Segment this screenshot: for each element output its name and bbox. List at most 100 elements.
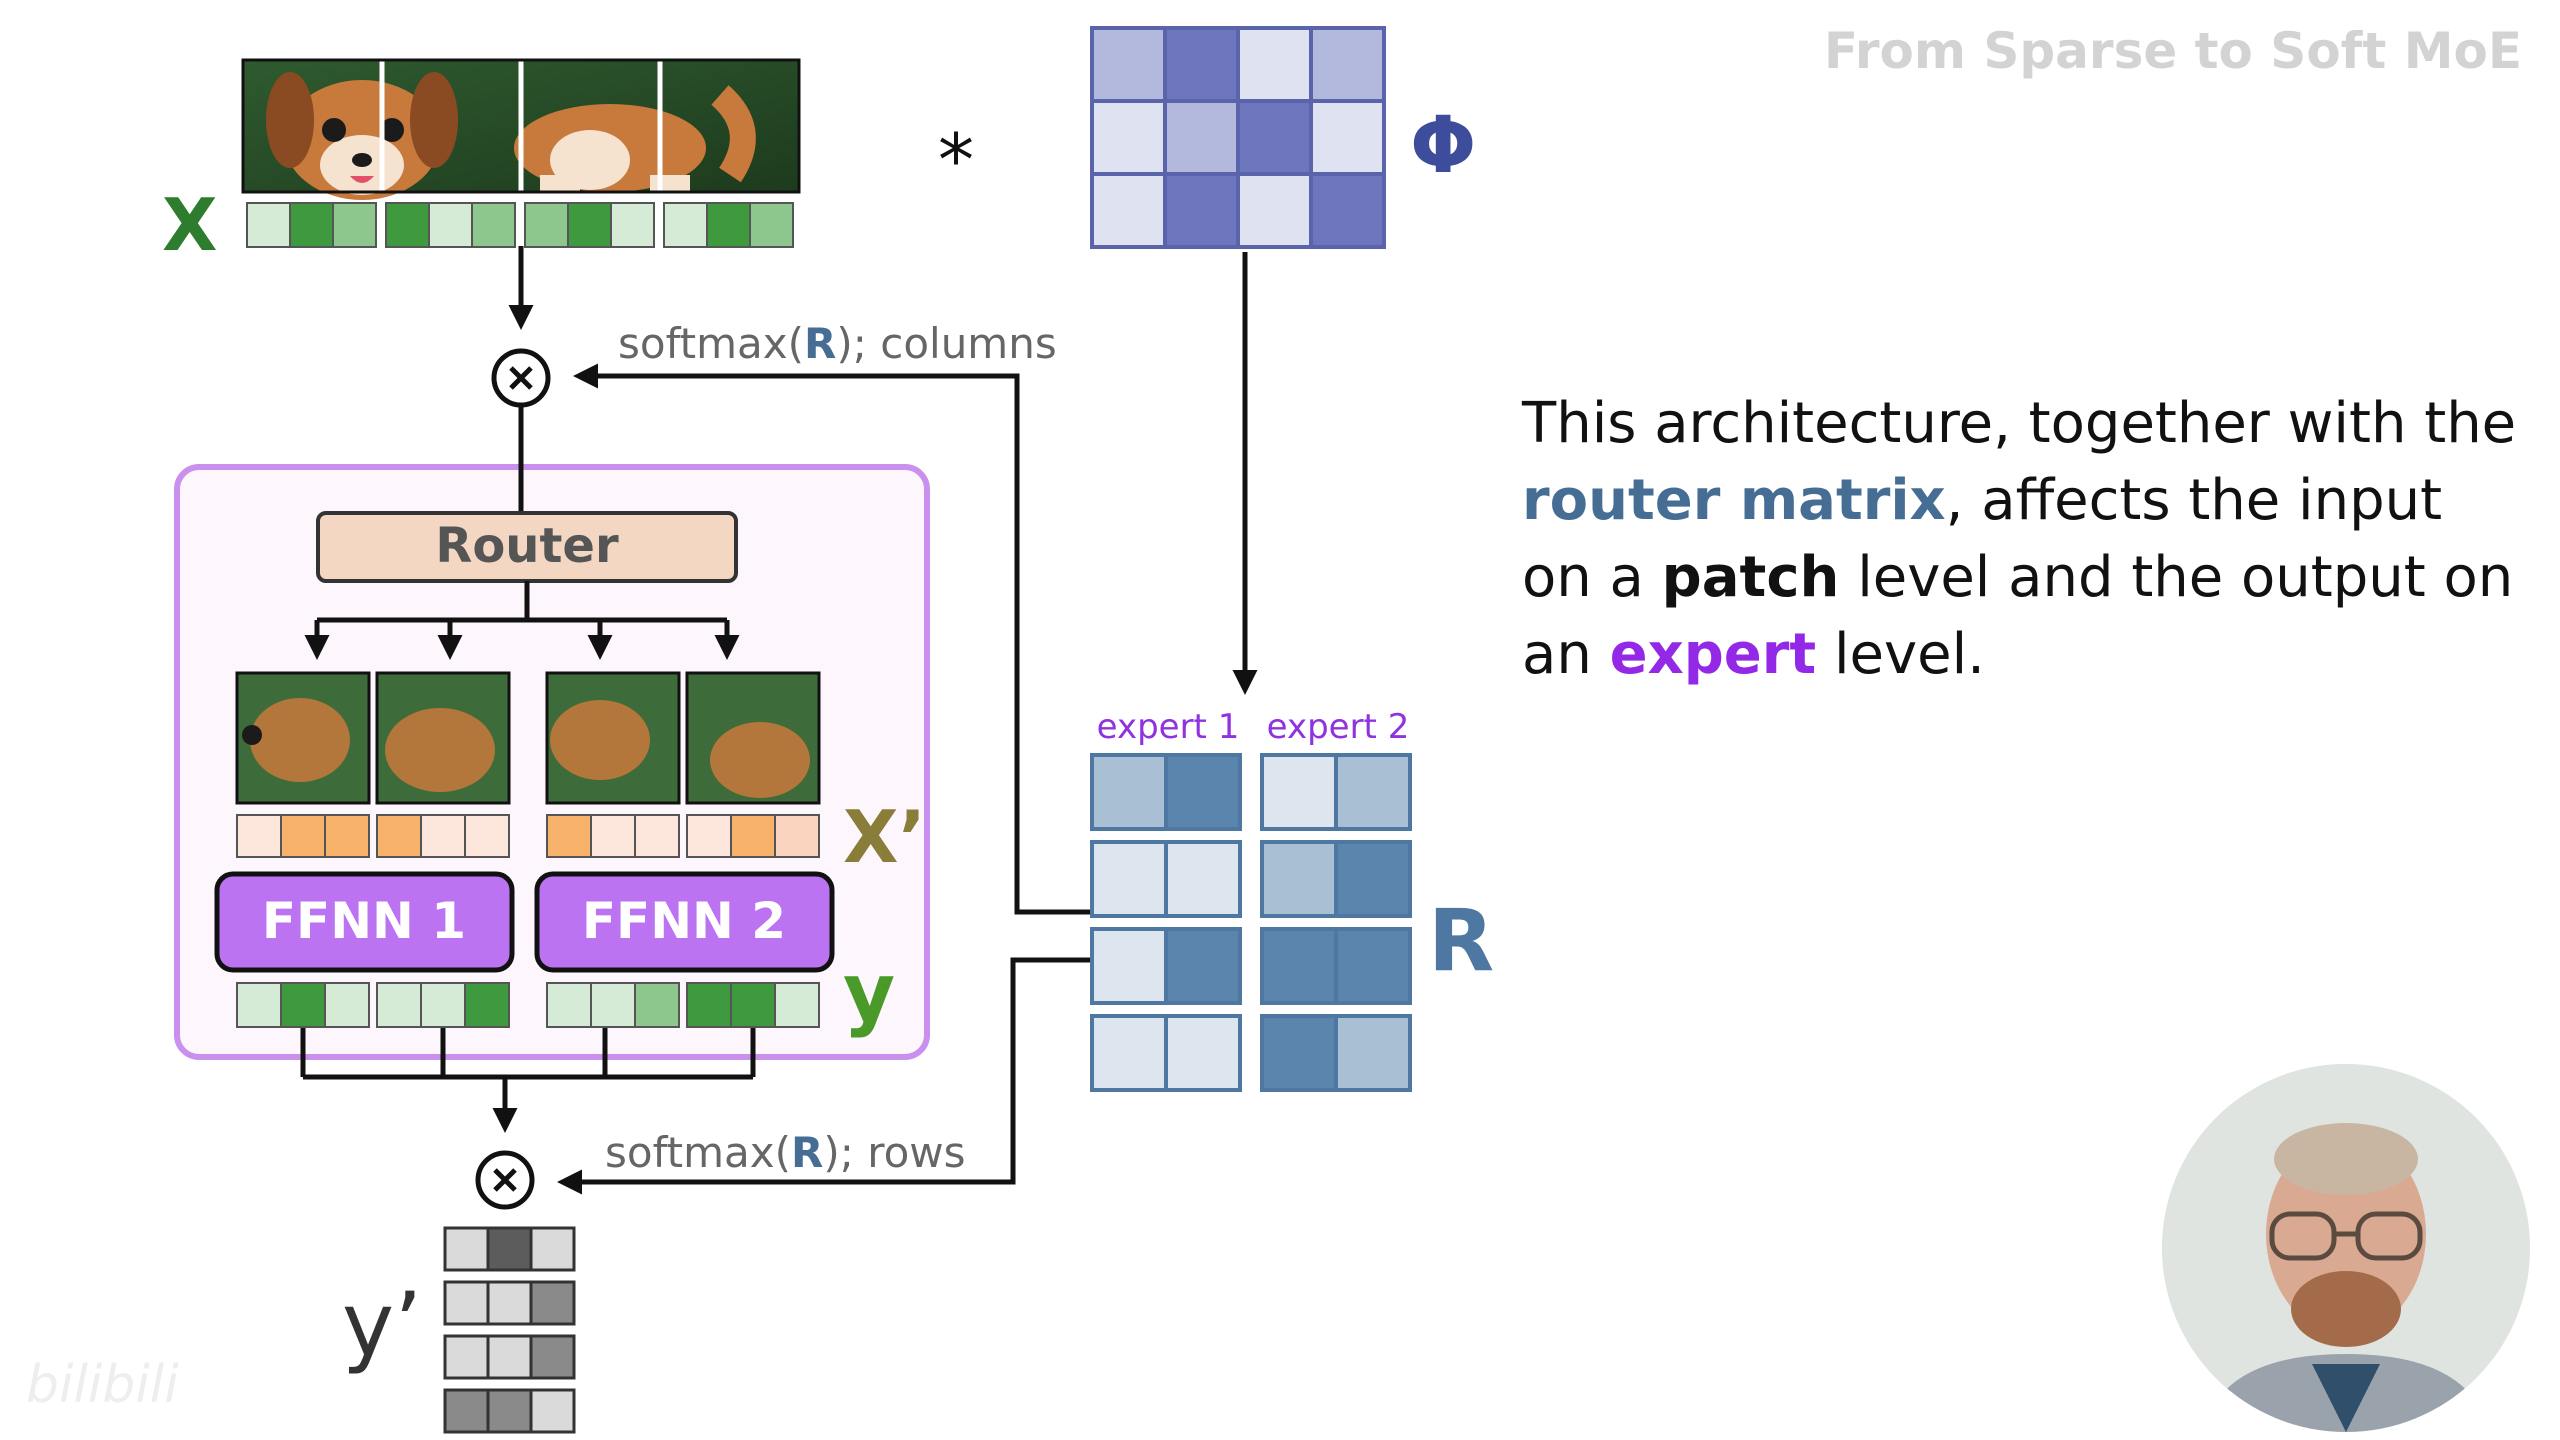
y-output-vectors [236, 982, 820, 1028]
y-cell [420, 982, 466, 1028]
y-prime-cell [486, 1280, 533, 1326]
multiply-symbol: * [938, 118, 974, 202]
y-prime-cell [486, 1334, 533, 1380]
multiply-circle-icon [491, 348, 551, 408]
y-prime-cell [443, 1226, 490, 1272]
x-vector-cell [289, 202, 334, 248]
y-cell [236, 982, 282, 1028]
phi-cell [1090, 99, 1167, 176]
y-prime-cell [443, 1280, 490, 1326]
y-prime-cell [443, 1334, 490, 1380]
x-prime-cell [464, 814, 510, 858]
y-cell [590, 982, 636, 1028]
phi-cell [1309, 99, 1386, 176]
ffnn2-block [534, 871, 835, 973]
softmax-rows-label: softmax(R); rows [605, 1128, 966, 1177]
x-symbol: X [162, 183, 218, 267]
r-cell [1260, 840, 1338, 918]
x-vector-cell [385, 202, 430, 248]
phi-cell [1309, 26, 1386, 103]
y-cell [324, 982, 370, 1028]
router-branches [304, 581, 740, 660]
router-label: Router [435, 518, 619, 574]
bilibili-watermark: bilibili [26, 1355, 179, 1415]
desc-part: level and the output on an [1522, 545, 2514, 687]
expert-term: expert [1609, 622, 1817, 687]
x-vector-cell [610, 202, 655, 248]
x-prime-cell [774, 814, 820, 858]
arrow-r-to-columns [573, 363, 1092, 915]
x-prime-symbol: X’ [843, 795, 926, 879]
multiply-circle-icon [475, 1150, 535, 1210]
x-vector-cell [471, 202, 516, 248]
r-cell [1090, 927, 1168, 1005]
x-prime-cell [280, 814, 326, 858]
x-vector-cell [246, 202, 291, 248]
x-prime-cell [686, 814, 732, 858]
y-prime-symbol: y’ [342, 1273, 422, 1376]
expert2-label: expert 2 [1267, 707, 1410, 747]
x-prime-cell [634, 814, 680, 858]
r-cell [1164, 927, 1242, 1005]
description-text: This architecture, together with the rou… [1522, 385, 2522, 693]
x-vector-cell [428, 202, 473, 248]
y-cell [730, 982, 776, 1028]
desc-part: , affects the input on a [1522, 468, 2443, 610]
x-vector-cell [524, 202, 569, 248]
desc-part: level. [1816, 622, 1985, 687]
r-cell [1260, 927, 1338, 1005]
r-cell [1334, 840, 1412, 918]
phi-cell [1309, 172, 1386, 249]
r-cell [1260, 753, 1338, 831]
phi-cell [1090, 172, 1167, 249]
x-token-vectors [246, 202, 794, 248]
x-prime-cell [730, 814, 776, 858]
x-prime-cell [546, 814, 592, 858]
x-vector-cell [567, 202, 612, 248]
r-cell [1090, 753, 1168, 831]
expert1-label: expert 1 [1097, 707, 1240, 747]
r-cell [1090, 1014, 1168, 1092]
y-prime-cell [443, 1388, 490, 1434]
mixed-patch-images [235, 671, 821, 805]
x-vector-cell [332, 202, 377, 248]
r-cell [1334, 1014, 1412, 1092]
x-prime-cell [420, 814, 466, 858]
presenter-avatar [2162, 1064, 2530, 1432]
y-prime-cell [486, 1388, 533, 1434]
ffnn2-label: FFNN 2 [582, 892, 786, 950]
y-prime-cell [529, 1334, 576, 1380]
r-cell [1164, 840, 1242, 918]
input-image-x [241, 58, 801, 200]
ffnn1-label: FFNN 1 [262, 892, 466, 950]
phi-cell [1236, 172, 1313, 249]
router-matrix-term: router matrix [1522, 468, 1946, 533]
phi-cell [1163, 99, 1240, 176]
y-cell [546, 982, 592, 1028]
phi-matrix [1090, 26, 1386, 249]
r-cell [1164, 1014, 1242, 1092]
x-prime-vectors [236, 814, 820, 858]
output-merge-lines [300, 1028, 756, 1133]
patch-term: patch [1661, 545, 1840, 610]
y-prime-output [443, 1226, 576, 1434]
y-cell [634, 982, 680, 1028]
y-symbol: y [843, 946, 895, 1039]
phi-cell [1236, 26, 1313, 103]
slide-title: From Sparse to Soft MoE [1823, 22, 2522, 80]
router-matrix-r [1090, 753, 1412, 1092]
y-prime-cell [486, 1226, 533, 1272]
y-cell [774, 982, 820, 1028]
r-cell [1164, 753, 1242, 831]
y-prime-cell [529, 1226, 576, 1272]
x-prime-cell [236, 814, 282, 858]
r-cell [1334, 927, 1412, 1005]
phi-cell [1236, 99, 1313, 176]
r-cell [1334, 753, 1412, 831]
x-vector-cell [749, 202, 794, 248]
desc-part: This architecture, together with the [1522, 391, 2517, 456]
phi-cell [1090, 26, 1167, 103]
x-vector-cell [706, 202, 751, 248]
ffnn1-block [214, 871, 515, 973]
